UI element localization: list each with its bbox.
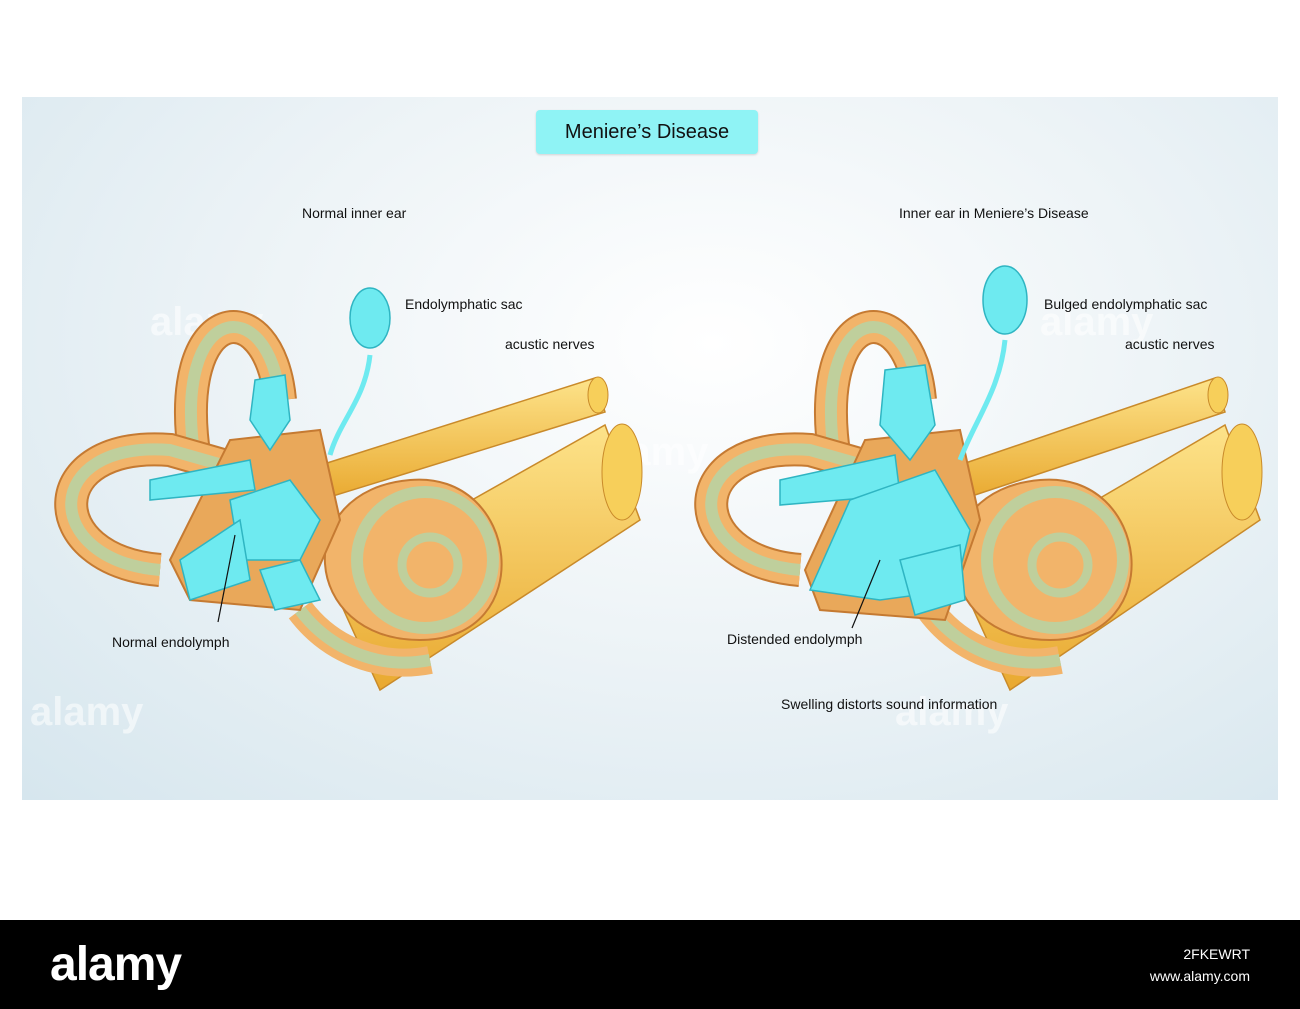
watermark: alamy [895, 690, 1009, 734]
diagram-title: Meniere’s Disease [536, 110, 758, 154]
endolymphatic-sac [327, 287, 391, 456]
endolymphatic-sac [957, 265, 1028, 461]
cochlea [288, 478, 503, 677]
footer-image-info: 2FKEWRT www.alamy.com [1150, 943, 1250, 987]
meniere-inner-ear [694, 265, 1263, 692]
left-heading: Normal inner ear [302, 205, 407, 221]
endolymph-leader-line [217, 534, 236, 623]
semicircular-canals [694, 310, 937, 587]
right-sac-label: Bulged endolymphatic sac [1044, 296, 1208, 312]
normal-inner-ear [54, 287, 643, 692]
right-heading: Inner ear in Meniere’s Disease [899, 205, 1089, 221]
endolymph-leader-line [851, 559, 881, 629]
watermark: alamy [30, 690, 144, 734]
right-endolymph-label: Distended endolymph [727, 631, 863, 647]
inner-ear-illustrations [54, 265, 1263, 692]
left-sac-label: Endolymphatic sac [405, 296, 523, 312]
left-endolymph-label: Normal endolymph [112, 634, 230, 650]
right-nerve-label: acustic nerves [1125, 336, 1215, 352]
left-nerve-label: acustic nerves [505, 336, 595, 352]
endolymph [149, 374, 322, 611]
footer-bar [0, 920, 1300, 1009]
watermark: alamy [1040, 300, 1154, 344]
cochlea [918, 478, 1133, 677]
endolymph [779, 364, 971, 616]
right-caption: Swelling distorts sound information [781, 696, 998, 712]
footer-logo: alamy [50, 938, 182, 991]
site-url: www.alamy.com [1149, 968, 1250, 984]
semicircular-canals [54, 310, 297, 587]
image-id: 2FKEWRT [1183, 946, 1250, 962]
